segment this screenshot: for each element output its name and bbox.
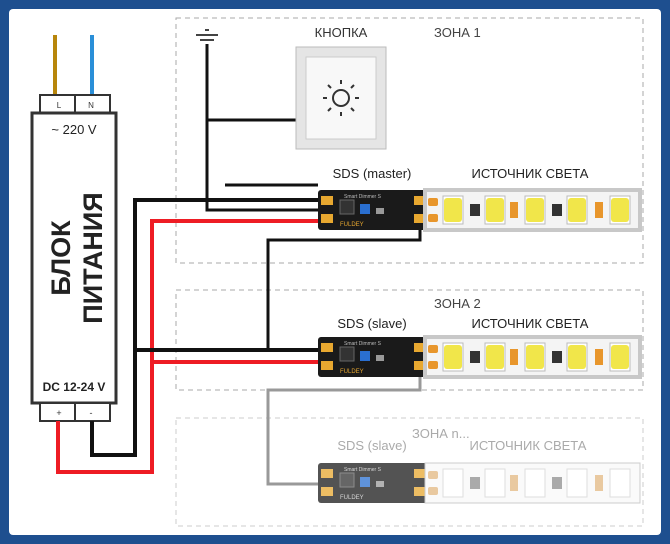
psu-ac-label: ~ 220 V (51, 122, 97, 137)
button-label: КНОПКА (315, 25, 368, 40)
psu-dc-label: DC 12-24 V (43, 380, 106, 394)
zone-1-light-label: ИСТОЧНИК СВЕТА (472, 166, 589, 181)
psu-plus-label: + (56, 408, 61, 418)
diagram-canvas: L N ~ 220 V БЛОК ПИТАНИЯ DC 12-24 V + - … (9, 9, 661, 535)
zone-2-controller-label: SDS (slave) (337, 316, 406, 331)
zone-2-led-strip (423, 335, 642, 379)
zone-2-frame (175, 289, 644, 391)
svg-text:FULDEY: FULDEY (340, 495, 364, 501)
zone-n-light-label: ИСТОЧНИК СВЕТА (470, 438, 587, 453)
wiring-diagram: L N ~ 220 V БЛОК ПИТАНИЯ DC 12-24 V + - … (30, 17, 644, 527)
svg-text:Smart Dimmer S: Smart Dimmer S (344, 341, 382, 347)
psu-minus-label: - (90, 408, 93, 418)
zone-1-led-strip (423, 188, 642, 232)
wire-sync-1-2 (266, 225, 422, 352)
zone-n-controller-label: SDS (slave) (337, 438, 406, 453)
zone-2-controller: Smart Dimmer S FULDEY (317, 336, 431, 378)
svg-text:FULDEY: FULDEY (340, 222, 364, 228)
psu-title-line1: БЛОК (46, 220, 76, 296)
zone-n-led-strip (424, 462, 641, 504)
wire-sync-2-n (266, 368, 422, 486)
svg-text:Smart Dimmer S: Smart Dimmer S (344, 194, 382, 200)
svg-text:Smart Dimmer S: Smart Dimmer S (344, 467, 382, 473)
zone-2-light-label: ИСТОЧНИК СВЕТА (472, 316, 589, 331)
zone-n-controller: Smart Dimmer S FULDEY (317, 462, 431, 504)
wire-button-common (205, 44, 318, 212)
zone-2-label: ЗОНА 2 (434, 296, 481, 311)
zone-1-frame (175, 17, 644, 264)
zone-1-label: ЗОНА 1 (434, 25, 481, 40)
psu-n-label: N (88, 101, 94, 110)
power-supply (30, 94, 118, 422)
push-button (295, 46, 387, 150)
wire-minus-black (90, 198, 318, 457)
svg-text:FULDEY: FULDEY (340, 369, 364, 375)
zone-1-controller: Smart Dimmer S FULDEY (317, 189, 431, 231)
wire-plus-red (56, 219, 318, 474)
psu-title-line2: ПИТАНИЯ (78, 192, 108, 323)
zone-1-controller-label: SDS (master) (333, 166, 412, 181)
psu-l-label: L (57, 101, 62, 110)
zone-n-label: ЗОНА n... (412, 426, 470, 441)
sun-icon (332, 89, 350, 107)
